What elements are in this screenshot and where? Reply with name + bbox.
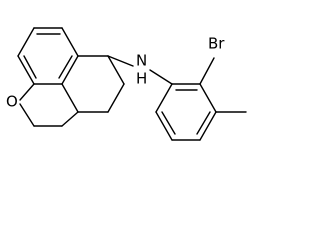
atom-nitrogen-label: N xyxy=(136,52,147,70)
bond-c7-c6p xyxy=(61,111,79,127)
double-bond-inner-3 xyxy=(23,55,37,79)
aryl-bond-2 xyxy=(199,83,217,113)
aryl-bond-3 xyxy=(199,111,217,141)
bond-c4a-c8a xyxy=(107,83,125,113)
atom-bromine-label: Br xyxy=(208,35,225,53)
aryl-bond-6 xyxy=(155,83,173,113)
bond-c6-c1 xyxy=(17,27,35,57)
atom-hydrogen-label: H xyxy=(136,70,147,88)
bond-c3-c4 xyxy=(61,55,79,85)
bond-c4-c4a xyxy=(107,55,125,85)
bond-c4-n xyxy=(107,55,134,67)
double-bond-inner-2 xyxy=(58,55,73,79)
bond-o-c8a xyxy=(19,103,35,127)
aryl-bond-5 xyxy=(155,111,173,141)
bond-c5-o xyxy=(19,83,35,101)
aryl-double-2 xyxy=(196,111,211,135)
atom-oxygen-label: O xyxy=(6,93,18,111)
bond-aryl-br xyxy=(199,57,215,85)
molecular-structure-diagram: O N H Br xyxy=(6,27,247,141)
bond-n-aryl xyxy=(149,69,173,85)
bond-c5-c6 xyxy=(17,55,35,85)
bond-c2-c3 xyxy=(61,27,79,57)
aryl-double-3 xyxy=(161,111,176,135)
bond-o-c2 xyxy=(61,83,79,113)
molecule-figure: O N H Br xyxy=(6,27,247,141)
